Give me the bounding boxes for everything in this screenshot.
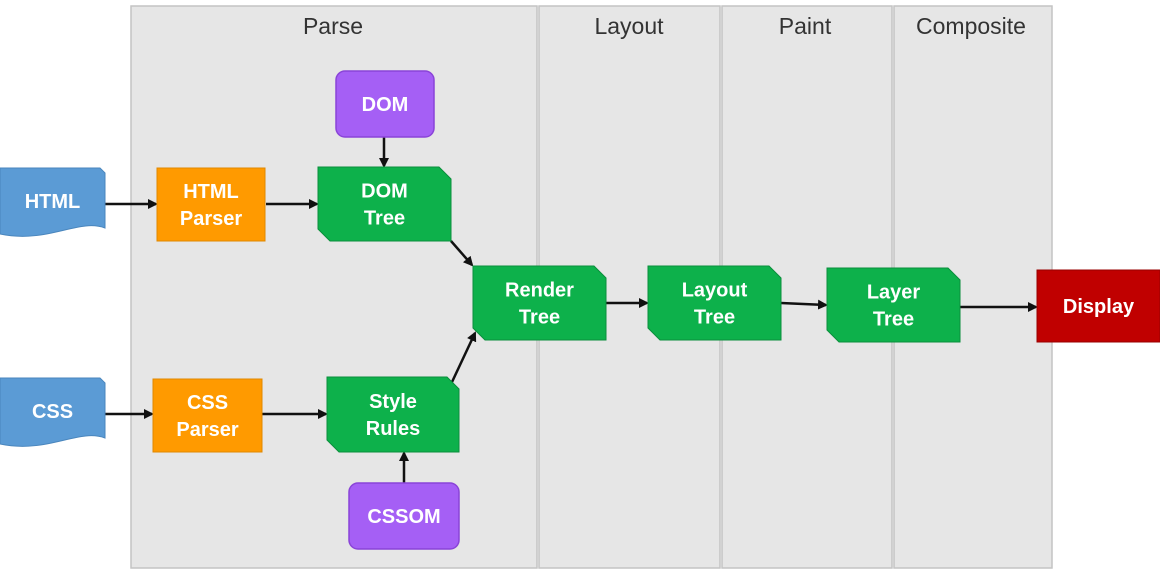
node-label-html-parser: HTML xyxy=(183,181,239,203)
node-shape-display xyxy=(1036,269,1160,343)
edge-style-rules-to-render-tree xyxy=(450,331,477,383)
node-label-css-parser: CSS xyxy=(187,392,228,414)
node-label-display: Display xyxy=(1063,296,1135,318)
node-shape-render-tree xyxy=(472,265,607,341)
node-shape-css-parser xyxy=(152,378,263,453)
node-label-cssom: CSSOM xyxy=(367,506,440,528)
node-shape-dom-tree xyxy=(317,166,452,242)
node-shape-layout-tree xyxy=(647,265,782,341)
node-shape-dom xyxy=(335,70,435,138)
node-cssom: CSSOM xyxy=(348,482,460,550)
phase-label-composite: Composite xyxy=(916,13,1026,39)
node-shape-layer-tree xyxy=(826,267,961,343)
node-label-css-parser: Parser xyxy=(176,419,238,441)
node-dom-tree: DOM Tree xyxy=(317,166,452,242)
phase-label-paint: Paint xyxy=(779,13,832,39)
node-html: HTML xyxy=(0,167,106,237)
node-label-html: HTML xyxy=(25,191,81,213)
phase-parse: Parse xyxy=(130,5,538,569)
node-label-style-rules: Style xyxy=(369,391,417,413)
node-shape-cssom xyxy=(348,482,460,550)
phase-label-parse: Parse xyxy=(303,13,363,39)
node-label-layout-tree: Layout xyxy=(682,280,748,302)
node-html-parser: HTML Parser xyxy=(156,167,266,242)
node-label-render-tree: Render xyxy=(505,280,574,302)
node-dom: DOM xyxy=(335,70,435,138)
html-document-icon xyxy=(0,167,106,237)
node-label-style-rules: Rules xyxy=(366,418,420,440)
phase-panel-parse xyxy=(130,5,538,569)
node-shape-html-parser xyxy=(156,167,266,242)
edge-layout-tree-to-layer-tree xyxy=(780,299,828,310)
phase-label-layout: Layout xyxy=(594,13,664,39)
node-label-render-tree: Tree xyxy=(519,307,560,329)
node-css-parser: CSS Parser xyxy=(152,378,263,453)
node-label-html-parser: Parser xyxy=(180,208,242,230)
node-label-css: CSS xyxy=(32,401,73,423)
node-display: Display xyxy=(1036,269,1160,343)
node-label-layer-tree: Tree xyxy=(873,309,914,331)
node-css: CSS xyxy=(0,377,106,447)
node-label-dom-tree: DOM xyxy=(361,181,408,203)
css-document-icon xyxy=(0,377,106,447)
node-label-layout-tree: Tree xyxy=(694,307,735,329)
edge-dom-tree-to-render-tree xyxy=(450,240,474,267)
node-label-dom-tree: Tree xyxy=(364,208,405,230)
node-label-dom: DOM xyxy=(362,94,409,116)
node-label-layer-tree: Layer xyxy=(867,282,921,304)
node-shape-style-rules xyxy=(326,376,460,453)
